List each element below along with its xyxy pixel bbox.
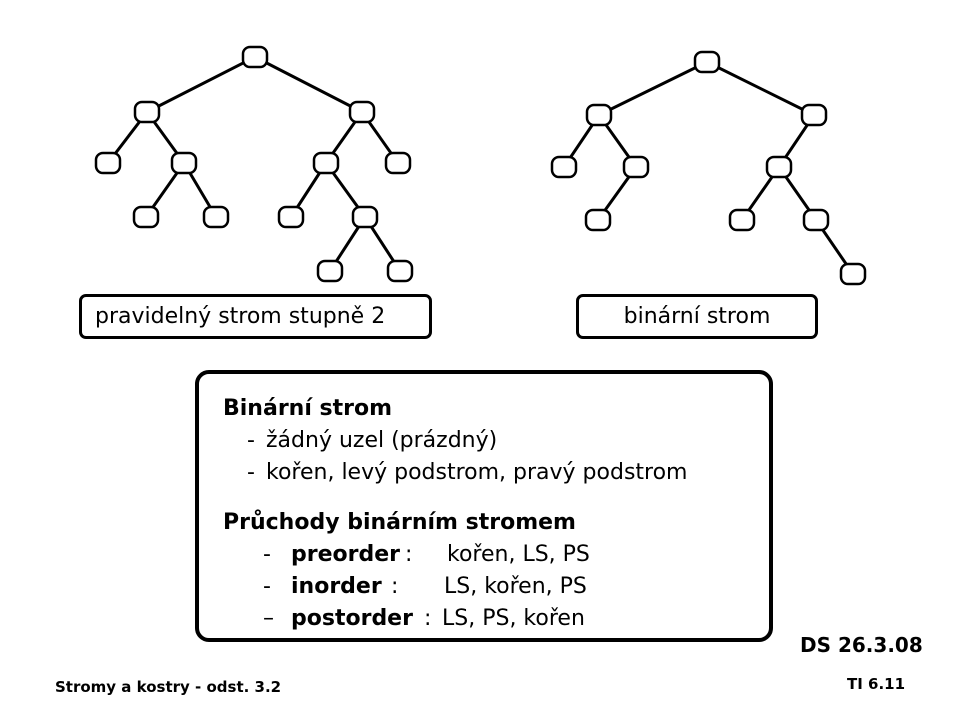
tree-node bbox=[133, 100, 161, 124]
traversal-dash: - bbox=[263, 574, 271, 599]
tree-node bbox=[585, 103, 613, 127]
tree-node bbox=[802, 208, 830, 232]
binary-tree-caption-text: binární strom bbox=[623, 304, 771, 329]
footer-section: Stromy a kostry - odst. 3.2 bbox=[55, 678, 282, 696]
binary-tree-caption: binární strom bbox=[576, 294, 818, 339]
traversal-name-inorder: inorder bbox=[291, 574, 382, 599]
tree-node bbox=[584, 208, 612, 232]
traversal-name-preorder: preorder bbox=[291, 542, 401, 567]
traversals-heading: Průchody binárním stromem bbox=[223, 510, 576, 535]
tree-node bbox=[241, 45, 269, 69]
traversal-order-preorder: kořen, LS, PS bbox=[447, 542, 590, 567]
tree-node bbox=[839, 262, 867, 286]
tree-node bbox=[384, 151, 412, 175]
tree-node bbox=[622, 155, 650, 179]
definition-dash: - bbox=[247, 428, 255, 453]
binary-tree bbox=[550, 50, 867, 286]
tree-node bbox=[316, 259, 344, 283]
tree-diagrams bbox=[94, 45, 867, 286]
tree-node bbox=[351, 205, 379, 229]
tree-node bbox=[386, 259, 414, 283]
footer-slide-code: TI 6.11 bbox=[847, 675, 906, 693]
traversal-order-postorder: LS, PS, kořen bbox=[442, 606, 585, 631]
traversal-dash: - bbox=[263, 542, 271, 567]
regular-tree-caption: pravidelný strom stupně 2 bbox=[79, 294, 432, 339]
tree-node bbox=[277, 205, 305, 229]
tree-node bbox=[728, 208, 756, 232]
tree-node bbox=[132, 205, 160, 229]
tree-node bbox=[202, 205, 230, 229]
tree-node bbox=[800, 103, 828, 127]
tree-node bbox=[312, 151, 340, 175]
traversal-colon: : bbox=[424, 606, 432, 631]
tree-node bbox=[765, 155, 793, 179]
traversal-dash: – bbox=[263, 606, 274, 631]
tree-node bbox=[170, 151, 198, 175]
tree-node bbox=[550, 155, 578, 179]
binary-tree-heading: Binární strom bbox=[223, 396, 393, 421]
definition-recursive: kořen, levý podstrom, pravý podstrom bbox=[266, 460, 688, 485]
traversal-colon: : bbox=[391, 574, 399, 599]
tree-node bbox=[348, 100, 376, 124]
tree-node bbox=[94, 151, 122, 175]
traversal-colon: : bbox=[405, 542, 413, 567]
regular-tree-degree-2 bbox=[94, 45, 414, 283]
binary-tree-info-box: Binární strom - žádný uzel (prázdný) - k… bbox=[195, 370, 773, 642]
footer-date: DS 26.3.08 bbox=[800, 633, 923, 657]
traversal-name-postorder: postorder bbox=[291, 606, 413, 631]
definition-dash: - bbox=[247, 460, 255, 485]
tree-node bbox=[693, 50, 721, 74]
traversal-order-inorder: LS, kořen, PS bbox=[444, 574, 587, 599]
regular-tree-caption-text: pravidelný strom stupně 2 bbox=[95, 304, 386, 329]
definition-empty: žádný uzel (prázdný) bbox=[266, 428, 498, 453]
